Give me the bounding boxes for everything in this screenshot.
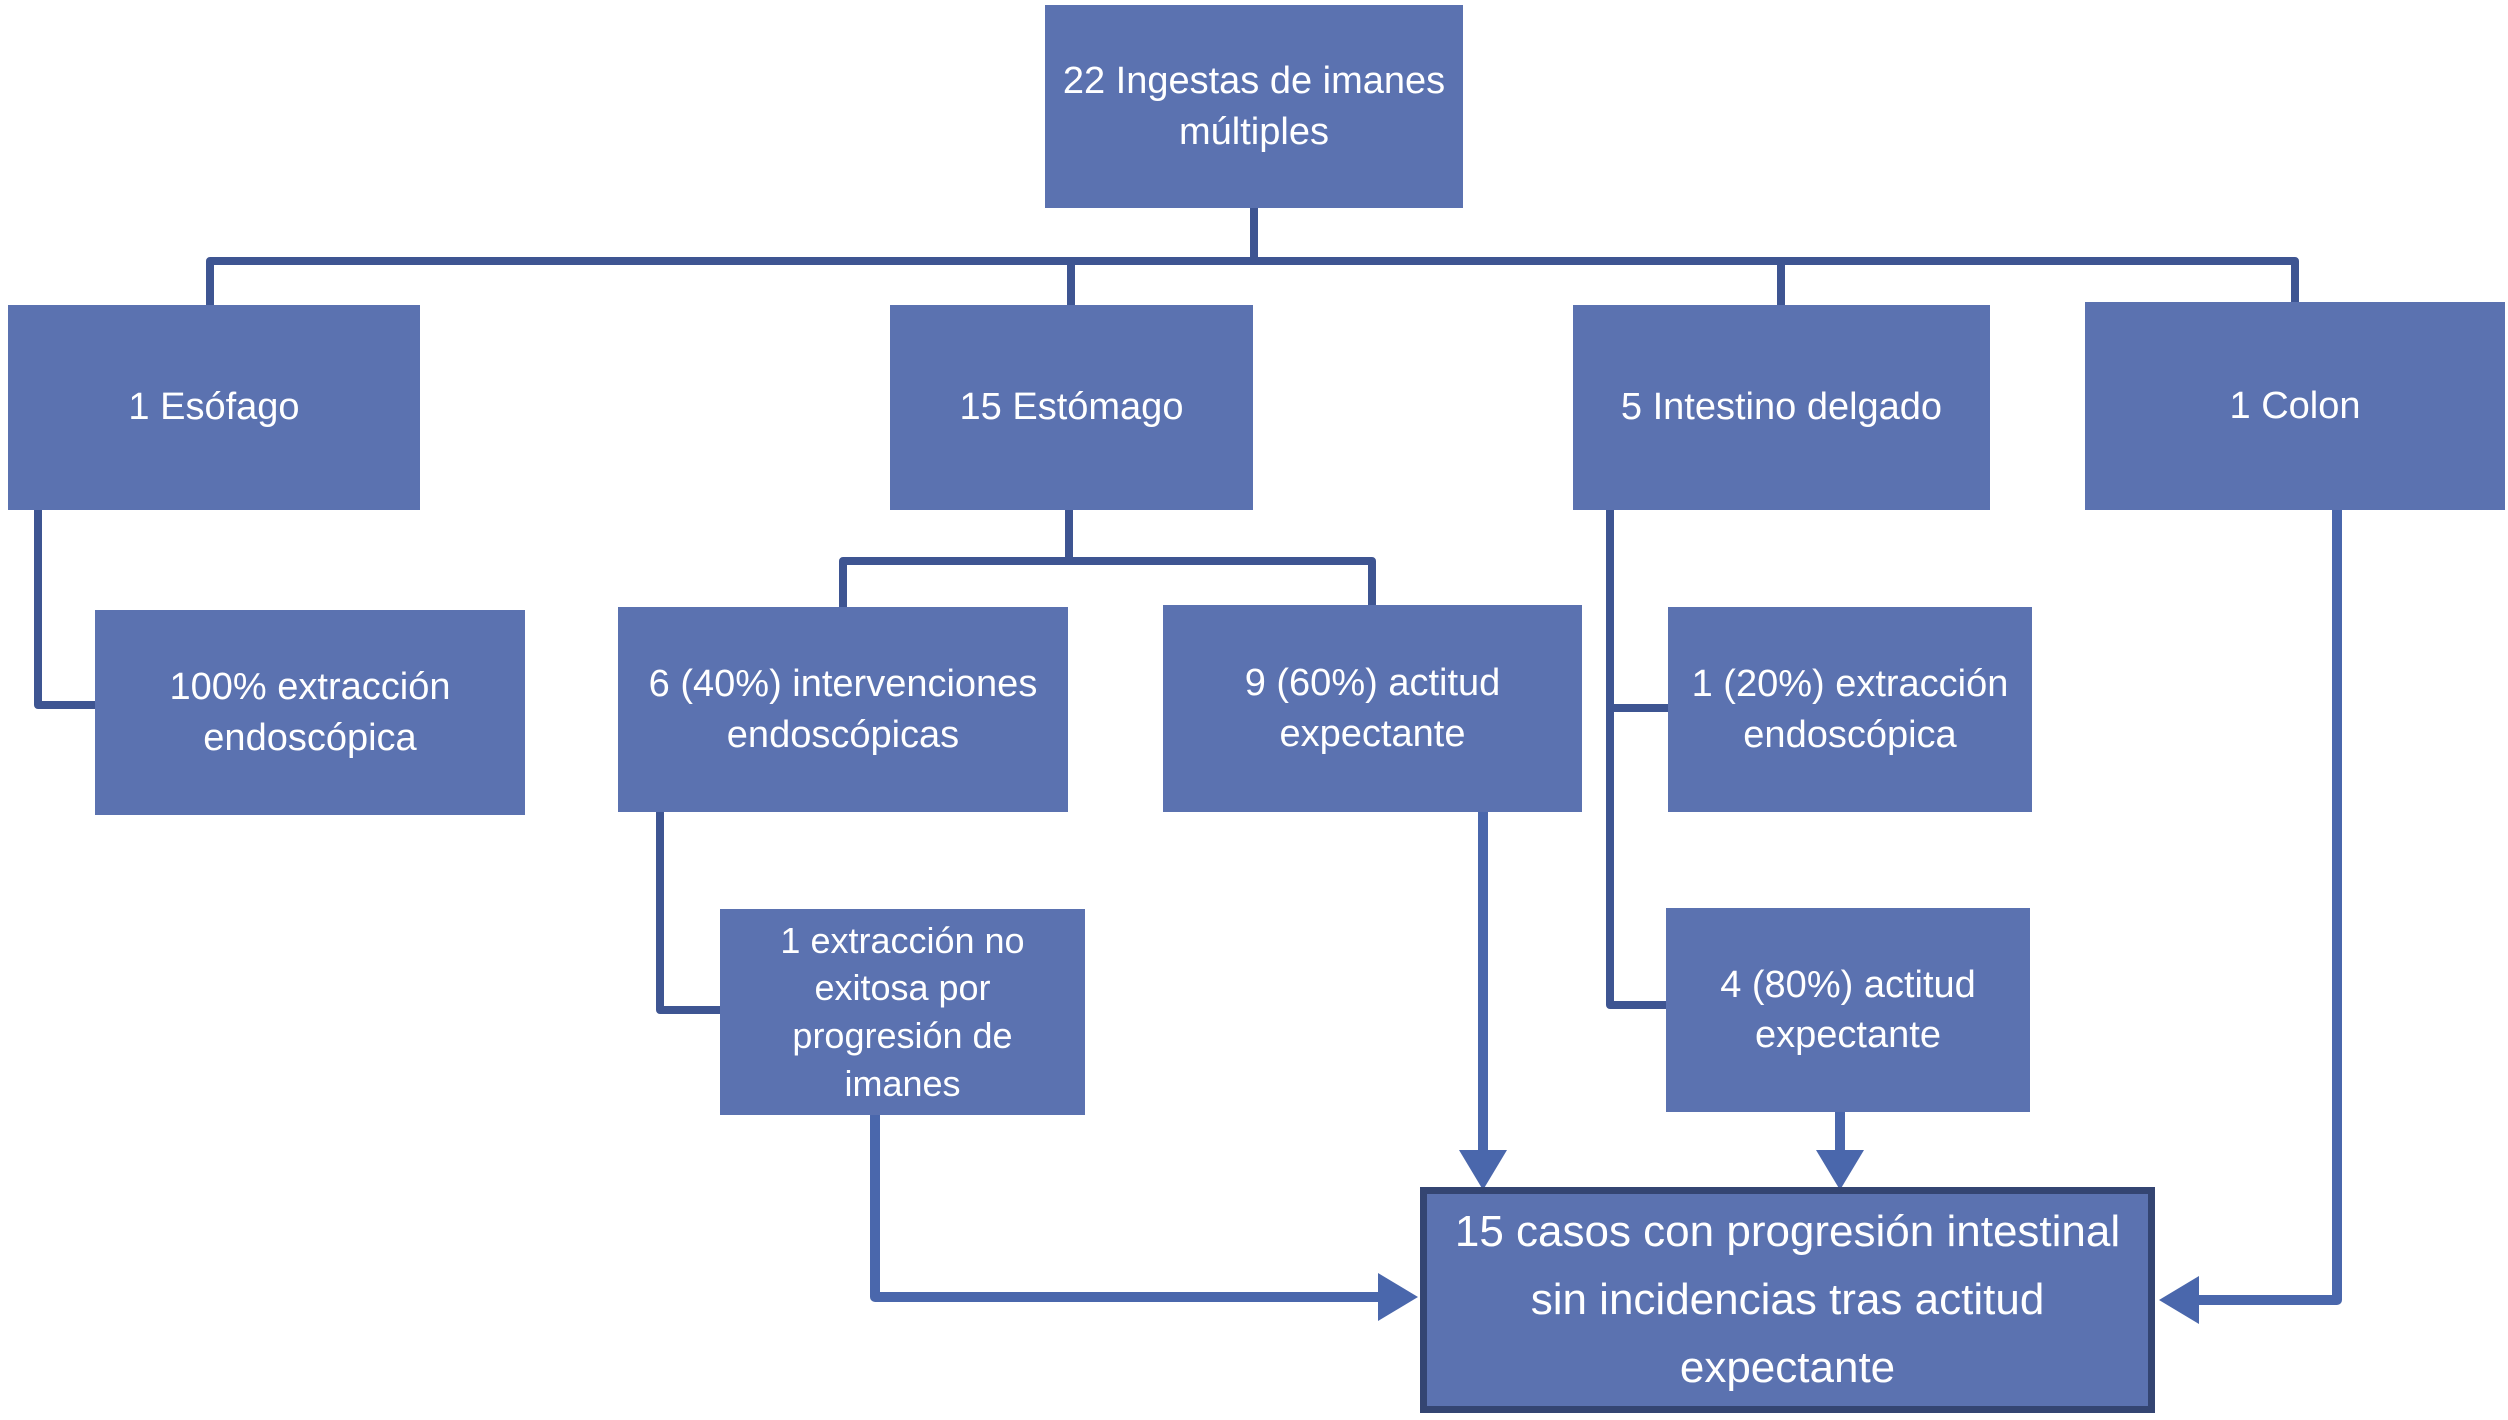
node-final-outcome: 15 casos con progresión intestinal sin i…	[1420, 1187, 2155, 1413]
arrowhead-failed-extraction	[1378, 1273, 1418, 1321]
node-colon-label: 1 Colon	[2229, 384, 2361, 427]
node-esophagus-extraction-label: 100% extracción endoscópica	[169, 666, 451, 759]
arrow-failed-extraction-to-final	[870, 1115, 1378, 1302]
node-intestine-extraction: 1 (20%) extracción endoscópica	[1668, 607, 2032, 812]
node-stomach: 15 Estómago	[890, 305, 1253, 510]
node-intestine-extraction-label: 1 (20%) extracción endoscópica	[1691, 663, 2009, 756]
node-intestine-expectant: 4 (80%) actitud expectante	[1666, 908, 2030, 1112]
node-esophagus: 1 Esófago	[8, 305, 420, 510]
node-small-intestine: 5 Intestino delgado	[1573, 305, 1990, 510]
arrowhead-colon	[2159, 1276, 2199, 1324]
node-esophagus-label: 1 Esófago	[128, 386, 300, 429]
node-esophagus-extraction: 100% extracción endoscópica	[95, 610, 525, 815]
node-stomach-expectant-label: 9 (60%) actitud expectante	[1244, 662, 1501, 755]
node-intestine-expectant-label: 4 (80%) actitud expectante	[1720, 963, 1976, 1056]
connector-level1-trunk	[206, 257, 2299, 305]
connector-intestine-expectant	[1606, 510, 1666, 1009]
node-stomach-expectant: 9 (60%) actitud expectante	[1163, 605, 1582, 812]
connector-esophagus-extraction	[34, 510, 95, 709]
node-final-outcome-label: 15 casos con progresión intestinal sin i…	[1454, 1206, 2121, 1393]
node-root: 22 Ingestas de imanes múltiples	[1045, 5, 1463, 208]
node-failed-extraction-label: 1 extracción no exitosa por progresión d…	[780, 919, 1025, 1104]
connector-stomach-children	[839, 557, 1376, 607]
node-stomach-interventions: 6 (40%) intervenciones endoscópicas	[618, 607, 1068, 812]
node-stomach-interventions-label: 6 (40%) intervenciones endoscópicas	[648, 663, 1038, 756]
connector-failed-extraction	[656, 812, 720, 1014]
arrow-colon-to-final	[2199, 510, 2342, 1305]
node-colon: 1 Colon	[2085, 302, 2505, 510]
node-failed-extraction: 1 extracción no exitosa por progresión d…	[720, 909, 1085, 1115]
node-stomach-label: 15 Estómago	[959, 386, 1184, 429]
arrowhead-intestine-expectant	[1816, 1150, 1864, 1190]
arrowhead-stomach-expectant	[1459, 1150, 1507, 1190]
node-small-intestine-label: 5 Intestino delgado	[1620, 386, 1943, 429]
node-root-label: 22 Ingestas de imanes múltiples	[1062, 60, 1446, 153]
